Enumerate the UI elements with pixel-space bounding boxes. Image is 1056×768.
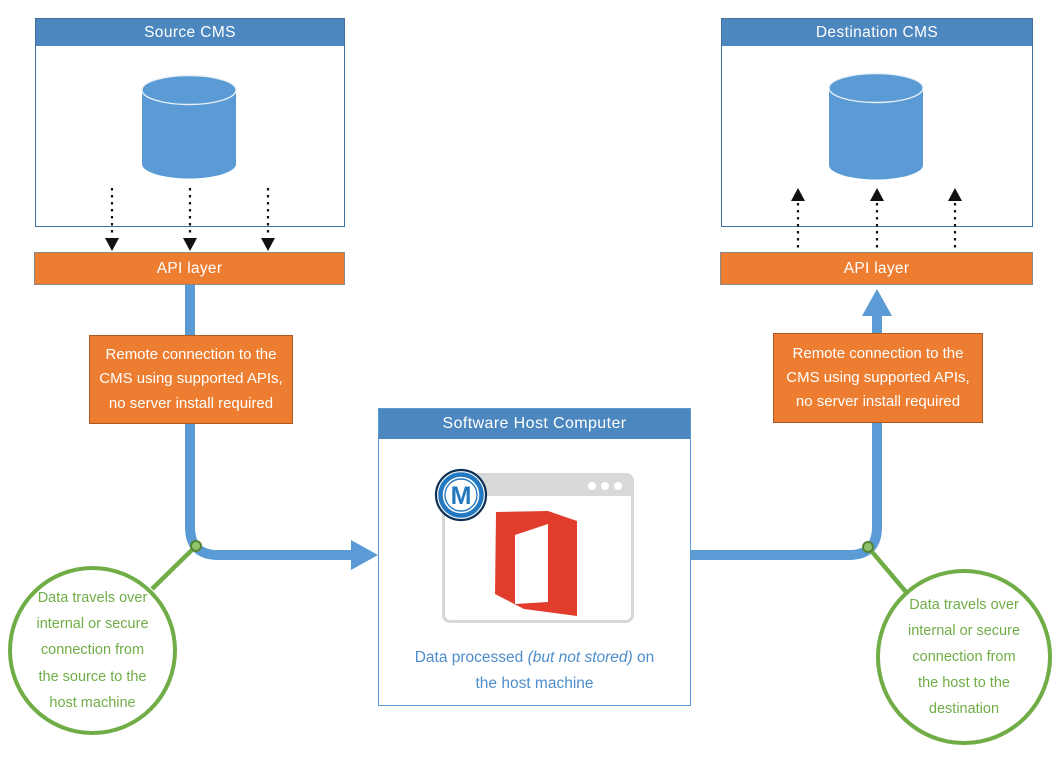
callout-anchor-dot-right-icon (862, 541, 874, 553)
callout-line-right (862, 541, 908, 594)
host-header: Software Host Computer (379, 409, 690, 441)
callout-anchor-dot-left-icon (190, 540, 202, 552)
connector-arrowhead-right-icon (351, 540, 378, 570)
m-badge-icon: M (434, 468, 488, 522)
host-caption: Data processed (but not stored) on the h… (404, 645, 666, 696)
host-box: Software Host Computer M Data processed … (378, 408, 691, 706)
window-dot-icon (588, 482, 596, 490)
callout-circle-right: Data travels over internal or secure con… (876, 569, 1052, 745)
window-dot-icon (601, 482, 609, 490)
callout-left-text: Data travels over internal or secure con… (36, 590, 149, 711)
destination-cms-title: Destination CMS (815, 23, 939, 41)
source-cms-title: Source CMS (144, 23, 236, 41)
remote-note-left-text: Remote connection to the CMS using suppo… (99, 346, 283, 412)
office-logo-icon (495, 511, 577, 616)
destination-cms-header: Destination CMS (722, 19, 1032, 48)
host-title: Software Host Computer (442, 415, 627, 432)
remote-note-right: Remote connection to the CMS using suppo… (773, 333, 983, 423)
callout-line-left (150, 540, 202, 591)
api-layer-right-label: API layer (843, 259, 910, 277)
callout-circle-left: Data travels over internal or secure con… (8, 566, 177, 735)
remote-note-left: Remote connection to the CMS using suppo… (89, 335, 293, 424)
api-layer-left-bar: API layer (34, 252, 345, 285)
host-caption-prefix: Data processed (414, 649, 528, 666)
source-cms-header: Source CMS (36, 19, 344, 48)
destination-cms-box: Destination CMS (721, 18, 1033, 227)
m-badge-letter: M (451, 482, 472, 510)
connector-arrowhead-up-icon (862, 289, 892, 316)
source-cms-box: Source CMS (35, 18, 345, 227)
connector-source-to-host (185, 275, 378, 570)
api-layer-right-bar: API layer (720, 252, 1033, 285)
dotted-arrowheads-down-icon (105, 238, 275, 251)
api-layer-left-label: API layer (156, 259, 223, 277)
callout-right-text: Data travels over internal or secure con… (907, 596, 1021, 718)
window-dot-icon (614, 482, 622, 490)
host-caption-suffix: on the host machine (475, 649, 655, 692)
remote-note-right-text: Remote connection to the CMS using suppo… (786, 344, 970, 411)
browser-titlebar (445, 476, 631, 496)
host-caption-italic: (but not stored) (527, 649, 633, 666)
